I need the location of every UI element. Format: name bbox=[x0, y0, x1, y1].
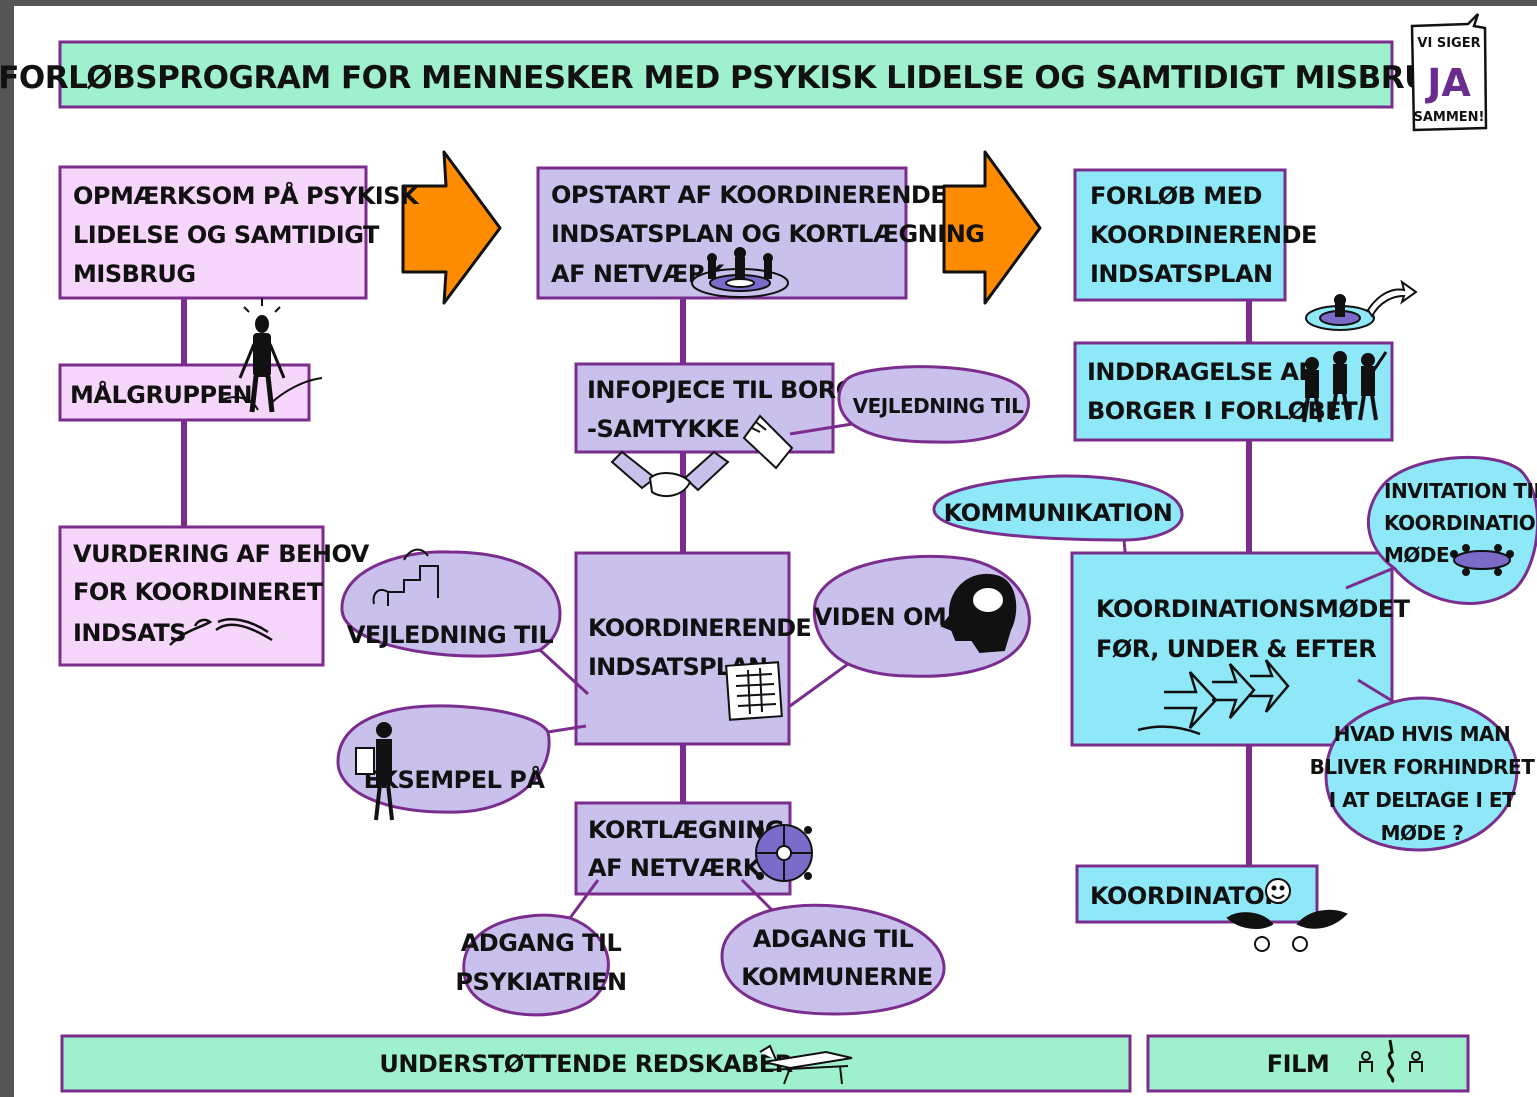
connector-lines bbox=[181, 298, 1252, 866]
footer-tools-label: UNDERSTØTTENDE REDSKABER bbox=[379, 1050, 792, 1078]
people-group-icon bbox=[1302, 351, 1388, 423]
forward-arrows-icon bbox=[1137, 659, 1290, 736]
box-start-line1: OPSTART AF KOORDINERENDE bbox=[551, 181, 946, 209]
box-awareness-line2: LIDELSE OG SAMTIDIGT bbox=[73, 221, 380, 249]
handshake-icon bbox=[610, 450, 730, 498]
stairs-icon bbox=[372, 548, 439, 606]
bubble-guidance-left-label: VEJLEDNING TIL bbox=[347, 621, 553, 649]
box-network-mapping-line2: AF NETVÆRK bbox=[588, 854, 763, 882]
bubble-psychiatry-line1: ADGANG TIL bbox=[461, 929, 622, 957]
bubble-example bbox=[336, 704, 587, 814]
box-target-group-label: MÅLGRUPPEN bbox=[70, 380, 252, 409]
bubble-psychiatry bbox=[462, 879, 610, 1017]
box-meeting-line1: KOORDINATIONSMØDET bbox=[1096, 595, 1411, 623]
footer-tools-banner[interactable] bbox=[60, 1034, 1132, 1093]
bubble-municipalities-line1: ADGANG TIL bbox=[753, 925, 914, 953]
box-assessment bbox=[58, 525, 325, 667]
box-awareness bbox=[58, 165, 368, 300]
box-network-mapping bbox=[574, 801, 792, 896]
title-banner bbox=[58, 40, 1394, 109]
box-awareness-line1: OPMÆRKSOM PÅ PSYKISK bbox=[73, 181, 420, 210]
bubble-municipalities-line2: KOMMUNERNE bbox=[741, 963, 933, 991]
box-assessment-line1: VURDERING AF BEHOV bbox=[73, 540, 370, 568]
bubble-example-label: EKSEMPEL PÅ bbox=[364, 765, 546, 794]
meeting-table-icon bbox=[1450, 544, 1514, 576]
bubble-prevented-line4: MØDE ? bbox=[1381, 821, 1464, 845]
bubble-prevented-line3: I AT DELTAGE I ET bbox=[1329, 788, 1516, 812]
box-central-plan-line1: KOORDINERENDE bbox=[588, 614, 811, 642]
box-awareness-line3: MISBRUG bbox=[73, 260, 196, 288]
bubble-guidance-right-label: VEJLEDNING TIL bbox=[853, 394, 1024, 418]
arrow-right-icon-2 bbox=[942, 150, 1042, 305]
bubble-invitation-line1: INVITATION TIL bbox=[1384, 479, 1537, 503]
bubble-guidance-right bbox=[789, 365, 1030, 444]
box-info-piece-line2: -SAMTYKKE bbox=[587, 415, 740, 443]
person-alert-icon bbox=[221, 298, 323, 413]
brochure-icon bbox=[742, 414, 794, 470]
bubble-psychiatry-line2: PSYKIATRIEN bbox=[455, 968, 626, 996]
window-left-border bbox=[0, 0, 14, 1097]
box-coordinator-label: KOORDINATOR bbox=[1090, 882, 1282, 910]
footer-film-banner[interactable] bbox=[1146, 1034, 1470, 1093]
box-course-line3: INDSATSPLAN bbox=[1090, 260, 1273, 288]
box-course-line1: FORLØB MED bbox=[1090, 182, 1262, 210]
bubble-municipalities bbox=[720, 878, 946, 1016]
arrow-right-icon-1 bbox=[401, 150, 502, 305]
window-top-border bbox=[0, 0, 1537, 6]
smiley-hands-icon bbox=[1226, 878, 1348, 952]
box-assessment-line3: INDSATS bbox=[73, 619, 186, 647]
box-assessment-line2: FOR KOORDINERET bbox=[73, 578, 324, 606]
person-clipboard-icon bbox=[355, 722, 394, 821]
handshake-puzzle-icon bbox=[169, 618, 273, 646]
page-title: FORLØBSPROGRAM FOR MENNESKER MED PSYKISK… bbox=[0, 60, 1454, 96]
box-involvement-line1: INDDRAGELSE AF bbox=[1087, 358, 1314, 386]
group-target-icon bbox=[691, 247, 789, 298]
clipboard-icon bbox=[725, 661, 783, 721]
footer-film-label: FILM bbox=[1267, 1050, 1330, 1078]
badge-middle-text: JA bbox=[1424, 61, 1471, 105]
box-meeting-line2: FØR, UNDER & EFTER bbox=[1096, 635, 1376, 663]
bench-icon bbox=[759, 1044, 853, 1085]
badge-vi-siger-ja-sammen: VI SIGER JA SAMMEN! bbox=[1410, 13, 1488, 132]
bubble-invitation-line2: KOORDINATIONS- bbox=[1384, 511, 1537, 535]
box-start-line2: INDSATSPLAN OG KORTLÆGNING bbox=[551, 220, 984, 248]
film-people-icon bbox=[1359, 1039, 1423, 1084]
bubble-communication-label: KOMMUNIKATION bbox=[944, 499, 1173, 527]
bubble-invitation-line3: MØDE bbox=[1384, 543, 1449, 567]
bubble-prevented-line1: HVAD HVIS MAN bbox=[1334, 722, 1511, 746]
network-globe-icon bbox=[755, 824, 813, 882]
badge-top-text: VI SIGER bbox=[1417, 36, 1480, 51]
box-network-mapping-line1: KORTLÆGNING bbox=[588, 816, 784, 844]
bubble-knowledge-label: VIDEN OM bbox=[814, 603, 947, 631]
bubble-prevented bbox=[1324, 678, 1519, 852]
badge-bottom-text: SAMMEN! bbox=[1414, 110, 1485, 125]
box-course bbox=[1073, 168, 1287, 302]
box-course-line2: KOORDINERENDE bbox=[1090, 221, 1317, 249]
box-involvement-line2: BORGER I FORLØBET bbox=[1087, 397, 1358, 425]
bubble-prevented-line2: BLIVER FORHINDRET bbox=[1310, 755, 1536, 779]
bubble-communication bbox=[932, 474, 1184, 585]
target-arrow-icon bbox=[1305, 279, 1418, 331]
head-brain-icon bbox=[940, 573, 1017, 654]
box-info-piece bbox=[574, 362, 835, 454]
